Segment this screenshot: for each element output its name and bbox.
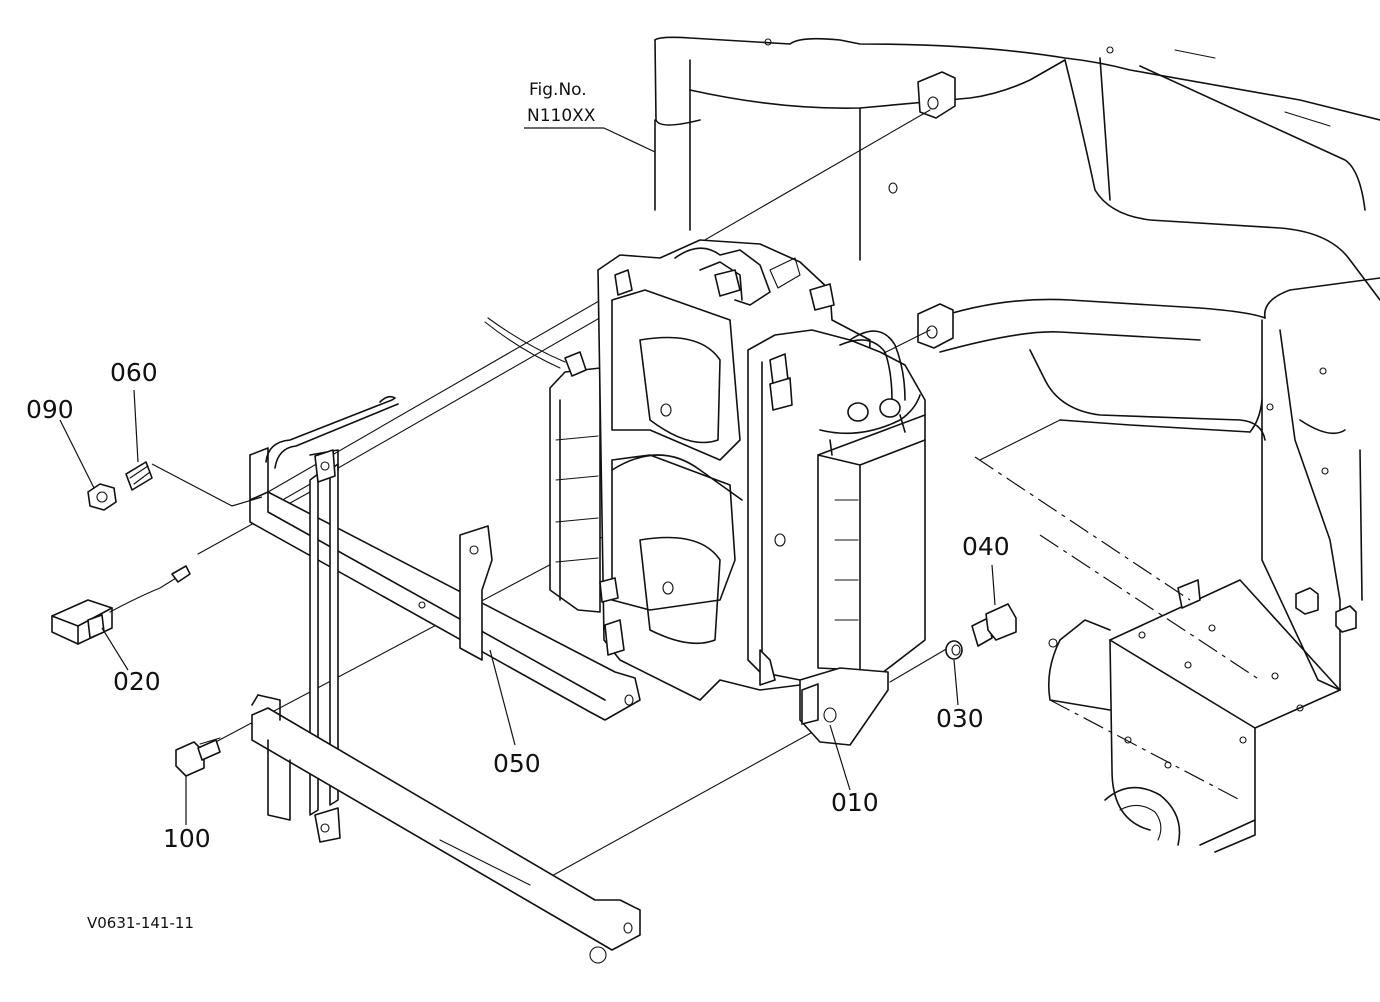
unit-010	[484, 239, 926, 746]
fig-no-value: N110XX	[527, 106, 596, 126]
fitting-040	[971, 603, 1017, 647]
callout-090: 090	[26, 395, 74, 424]
callout-040: 040	[962, 532, 1010, 561]
callout-020: 020	[113, 667, 161, 696]
bracket-050	[249, 395, 641, 964]
callout-010: 010	[831, 788, 879, 817]
leader-lines	[59, 127, 996, 825]
nut-090	[87, 483, 117, 511]
callout-060: 060	[110, 358, 158, 387]
drawing-code: V0631-141-11	[87, 914, 194, 932]
center-lines	[974, 456, 1261, 801]
callout-050: 050	[493, 749, 541, 778]
fig-no-label: Fig.No.	[529, 80, 587, 100]
cabin-frame	[654, 36, 1380, 853]
sensor-020	[51, 565, 191, 645]
callout-100: 100	[163, 824, 211, 853]
bolt-100	[175, 737, 221, 777]
washer-030	[945, 640, 963, 660]
stud-060	[125, 461, 153, 491]
callout-030: 030	[936, 704, 984, 733]
